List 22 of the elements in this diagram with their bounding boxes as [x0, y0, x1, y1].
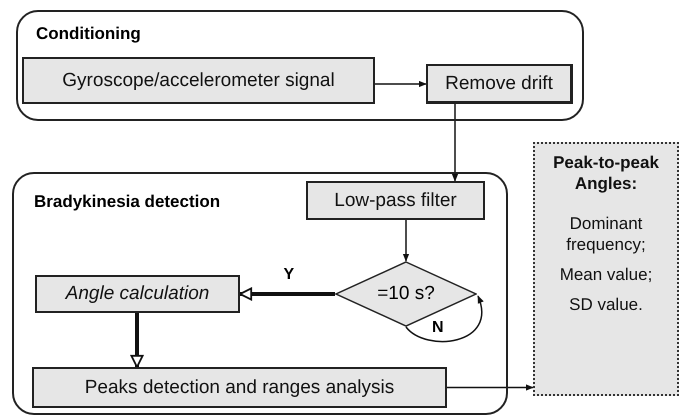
result-item: Mean value;: [560, 264, 652, 286]
arrow: [375, 80, 427, 88]
result-item: SD value.: [569, 294, 643, 316]
process-group: [16, 10, 584, 121]
process-group: [12, 172, 508, 415]
result-panel: [533, 142, 679, 396]
process-box: Angle calculation: [35, 275, 240, 313]
arrow: [239, 288, 335, 300]
arrow: [452, 104, 458, 182]
arrow: [130, 313, 144, 368]
result-item: Dominant frequency;: [565, 212, 647, 255]
arrow: [402, 220, 410, 262]
arrow: [447, 384, 534, 391]
process-box: Gyroscope/accelerometer signal: [22, 57, 375, 104]
group-heading: Conditioning: [36, 24, 141, 44]
panel-heading: Peak-to-peak Angles:: [553, 152, 659, 194]
process-box: Remove drift: [426, 64, 573, 104]
decision-text: =10 s?: [377, 283, 435, 305]
process-box: Peaks detection and ranges analysis: [32, 367, 447, 408]
group-heading: Bradykinesia detection: [34, 192, 220, 212]
arrow: [405, 295, 484, 342]
process-box: Low-pass filter: [306, 181, 485, 220]
